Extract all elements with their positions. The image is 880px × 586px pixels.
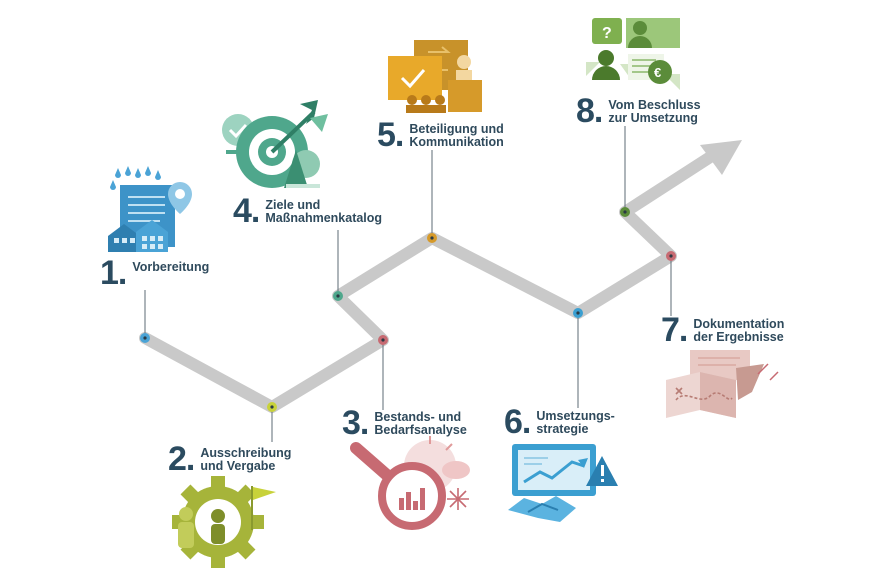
step-number: 4. xyxy=(233,192,260,230)
step-title-line: Beteiligung und xyxy=(409,122,504,136)
step-number: 2. xyxy=(168,440,195,478)
step-1-label: 1. Vorbereitung xyxy=(100,254,210,292)
step-title-line: Maßnahmenkatalog xyxy=(265,211,383,225)
step-title-line: zur Umsetzung xyxy=(608,111,698,125)
discussion-euro-icon: ? € xyxy=(586,18,680,90)
step-title-line: Umsetzungs- xyxy=(536,409,615,423)
step-3-label: 3. Bestands- und Bedarfsanalyse xyxy=(342,404,467,442)
step-title-line: Dokumentation xyxy=(693,317,785,331)
step-title-line: Ziele und xyxy=(265,198,321,212)
gear-people-icon xyxy=(172,476,276,568)
step-2-label: 2. Ausschreibung und Vergabe xyxy=(168,440,292,478)
step-8-label: 8. Vom Beschluss zur Umsetzung xyxy=(576,92,701,130)
folded-map-icon xyxy=(666,350,779,418)
step-title-line: strategie xyxy=(536,422,589,436)
magnifier-weather-icon xyxy=(350,436,470,530)
step-title-line: Ausschreibung xyxy=(200,446,292,460)
step-title-line: Bedarfsanalyse xyxy=(374,423,467,437)
step-title-line: Vom Beschluss xyxy=(608,98,701,112)
step-title-line: der Ergebnisse xyxy=(693,330,784,344)
step-6-label: 6. Umsetzungs- strategie xyxy=(504,403,615,441)
step-number: 3. xyxy=(342,404,369,442)
step-number: 5. xyxy=(377,116,404,154)
step-title-line: Vorbereitung xyxy=(132,260,210,274)
handshake-screen-icon xyxy=(508,444,618,522)
step-number: 7. xyxy=(661,311,688,349)
road-arrowhead-icon xyxy=(700,140,742,175)
svg-text:?: ? xyxy=(602,25,612,42)
target-arrow-icon xyxy=(222,100,328,188)
step-4-label: 4. Ziele und Maßnahmenkatalog xyxy=(233,192,383,230)
document-building-icon xyxy=(108,166,192,252)
step-title-line: Kommunikation xyxy=(409,135,504,149)
step-title-line: und Vergabe xyxy=(200,459,276,473)
presentation-people-icon xyxy=(388,40,482,113)
step-7-label: 7. Dokumentation der Ergebnisse xyxy=(661,311,785,349)
step-number: 8. xyxy=(576,92,603,130)
step-number: 1. xyxy=(100,254,127,292)
svg-text:€: € xyxy=(654,65,661,80)
step-number: 6. xyxy=(504,403,531,441)
step-title-line: Bestands- und xyxy=(374,410,462,424)
step-5-label: 5. Beteiligung und Kommunikation xyxy=(377,116,504,154)
